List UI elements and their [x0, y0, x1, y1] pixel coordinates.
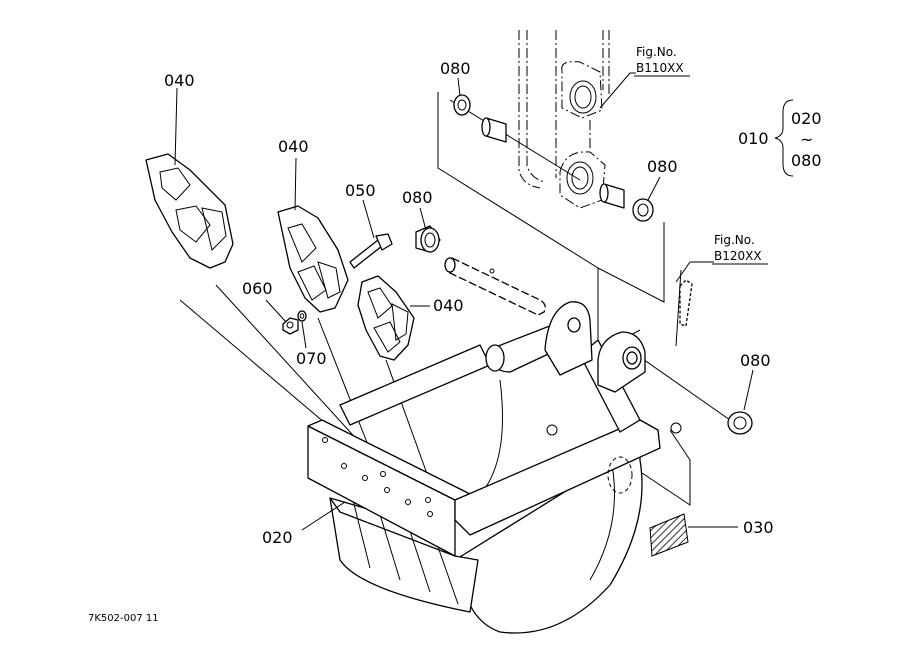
spacer-lower	[599, 183, 625, 209]
fig-ref-arm-code: B110XX	[636, 61, 684, 75]
drawing-code: 7K502-007 11	[88, 613, 159, 624]
spacer-top	[481, 117, 507, 143]
label-bushing-left: 080	[402, 188, 433, 207]
bolt	[349, 233, 393, 269]
label-tooth-middle: 040	[278, 137, 309, 156]
small-pin	[679, 279, 693, 327]
shim-plate	[649, 513, 689, 557]
label-assembly-range-start: 020	[791, 109, 822, 128]
tooth-middle	[277, 205, 349, 313]
assembly-brace	[774, 99, 794, 177]
label-tooth-right: 040	[433, 296, 464, 315]
bushing-top	[453, 94, 471, 116]
washer	[297, 310, 307, 322]
label-assembly-range-tilde: ~	[800, 130, 813, 149]
label-assembly-range-end: 080	[791, 151, 822, 170]
cutting-edge-holes	[322, 437, 433, 517]
arm-bore-lower	[566, 161, 594, 195]
label-bushing-top: 080	[440, 59, 471, 78]
label-bushing-right: 080	[740, 351, 771, 370]
fig-ref-arm-title: Fig.No.	[636, 45, 677, 59]
nut	[282, 317, 299, 335]
pin	[444, 257, 546, 316]
arm-bore-upper-inner	[574, 85, 592, 109]
arm-outline	[518, 30, 610, 209]
tooth-right	[357, 275, 415, 361]
fig-ref-pin-code: B120XX	[714, 249, 762, 263]
arm-bore-lower-inner	[571, 166, 589, 190]
arm-bore-upper	[569, 80, 597, 114]
label-leaders	[174, 72, 754, 531]
label-bucket: 020	[262, 528, 293, 547]
label-shim-plate: 030	[743, 518, 774, 537]
label-bushing-upper-right: 080	[647, 157, 678, 176]
label-tooth-top-left: 040	[164, 71, 195, 90]
label-washer: 070	[296, 349, 327, 368]
bushing-upper-right	[632, 198, 654, 222]
tooth-top-left	[145, 153, 234, 269]
bushing-left	[415, 225, 441, 253]
label-bolt: 050	[345, 181, 376, 200]
bushing-right	[727, 411, 753, 435]
fig-ref-pin-title: Fig.No.	[714, 233, 755, 247]
label-nut: 060	[242, 279, 273, 298]
label-assembly: 010	[738, 129, 769, 148]
bucket-lugs	[544, 301, 646, 393]
